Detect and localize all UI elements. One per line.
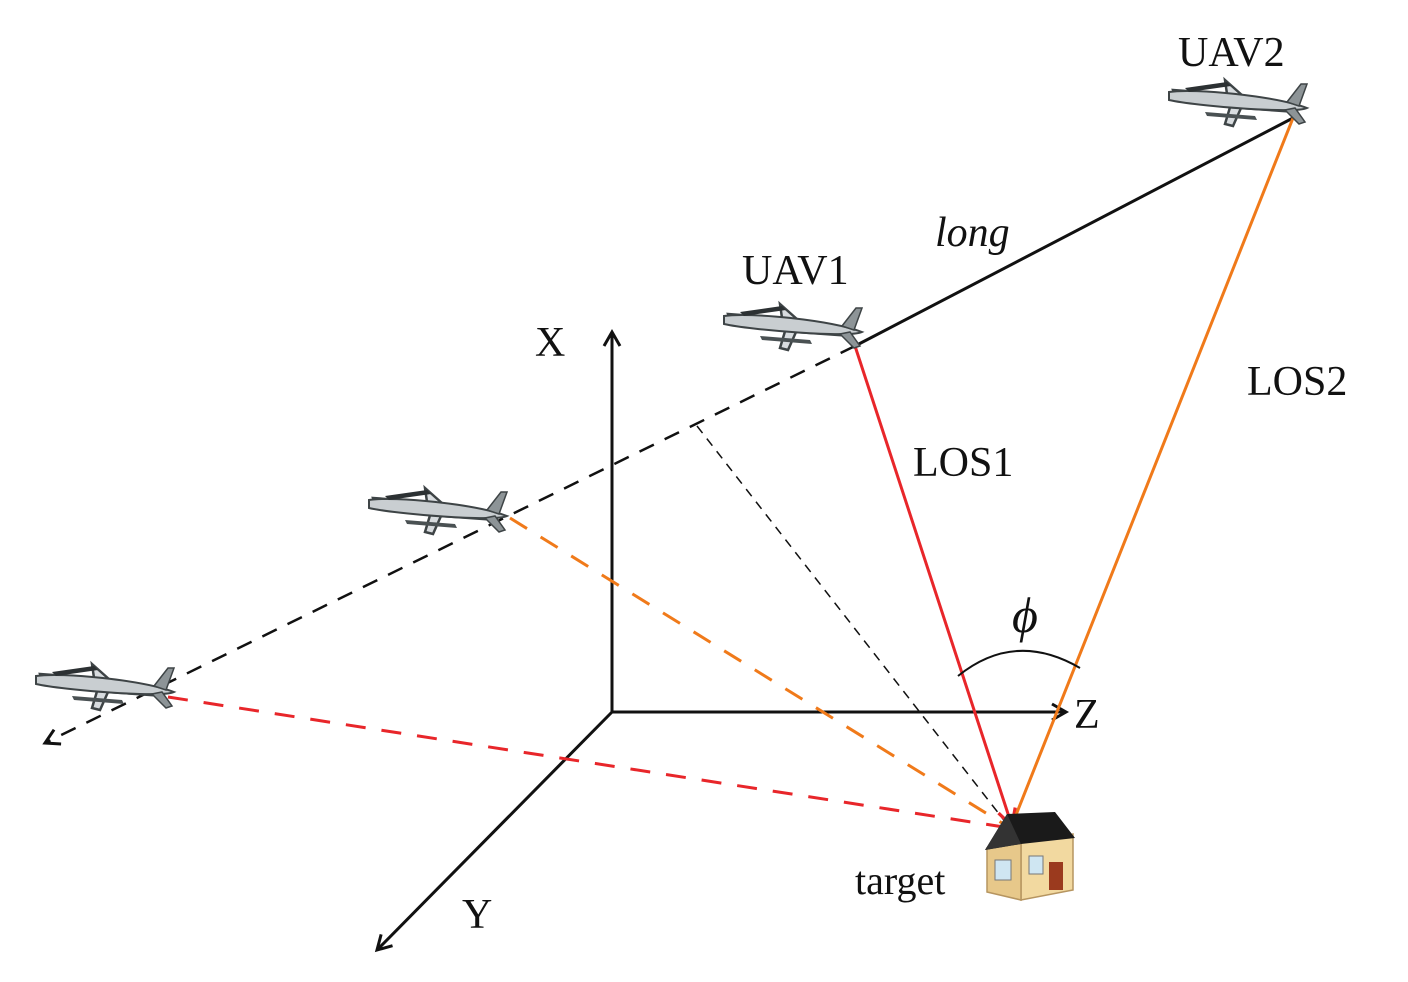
baseline-label: long (935, 210, 1010, 256)
axis-y-label: Y (462, 892, 492, 938)
los2-label: LOS2 (1247, 359, 1347, 405)
flight-path (42, 344, 856, 746)
axes (374, 328, 1070, 953)
los1-label: LOS1 (913, 440, 1013, 486)
y-axis (374, 710, 614, 953)
angle-arc (957, 649, 1081, 677)
los2-line (1008, 117, 1295, 831)
dashed-los-uav-left (167, 695, 1011, 830)
angle-label: ϕ (1012, 587, 1038, 643)
uav-mid-icon (367, 486, 509, 536)
uav2-icon (1167, 78, 1309, 128)
axis-z-label: Z (1074, 692, 1100, 738)
projection-line (696, 425, 1011, 829)
baseline-line (854, 116, 1294, 348)
house-window (994, 859, 1012, 881)
uav1-icon (722, 302, 864, 352)
target-label: target (855, 858, 945, 903)
los1-line (853, 345, 1012, 826)
house-door (1049, 862, 1063, 890)
uav2-label: UAV2 (1178, 30, 1285, 76)
uav-left-icon (34, 662, 176, 712)
house-icon (985, 812, 1075, 901)
uav1-label: UAV1 (742, 248, 849, 294)
axis-x-label: X (535, 320, 565, 366)
dashed-los-uav-mid (509, 516, 1011, 830)
